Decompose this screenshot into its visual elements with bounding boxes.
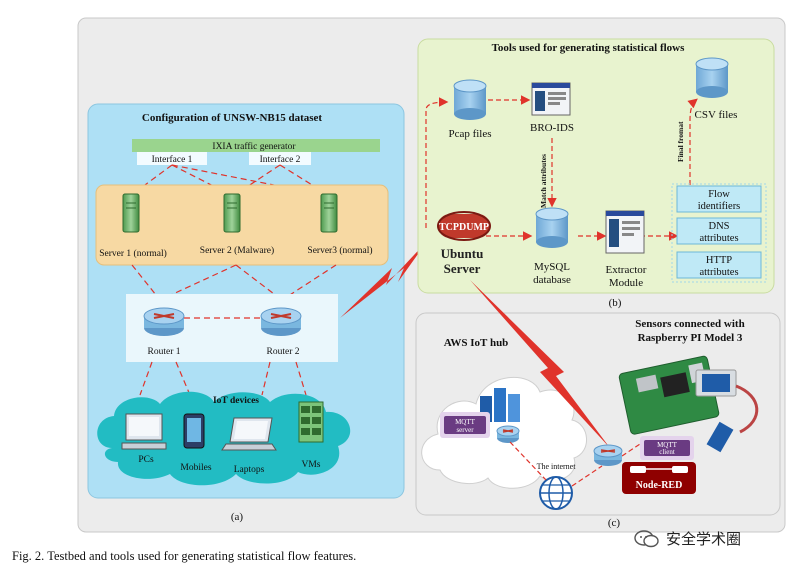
feature-box-flow: [676, 185, 762, 213]
sensor-module-icon: [706, 421, 734, 453]
flow-label: Flow: [708, 189, 730, 200]
server-2-label: Server 2 (Malware): [200, 245, 274, 256]
feature-box-http: [676, 251, 762, 279]
ixia-label: IXIA traffic generator: [212, 141, 296, 152]
panel-b-title: Tools used for generating statistical fl…: [492, 42, 686, 54]
pcap-cylinder-icon: [453, 79, 487, 120]
router-1-label: Router 1: [148, 347, 181, 357]
csv-label: CSV files: [695, 109, 738, 121]
mqtt-server-text-2: server: [456, 426, 474, 434]
tcpdump-logo: TCPDUMP: [437, 211, 491, 241]
http-attributes-label: attributes: [699, 267, 738, 278]
mqtt-server-text-1: MQTT: [455, 418, 476, 426]
interface-1-label: Interface 1: [152, 154, 193, 165]
server-icon-2: [223, 193, 241, 233]
dns-attributes-label: attributes: [699, 233, 738, 244]
panel-a-title: Configuration of UNSW-NB15 dataset: [142, 112, 323, 124]
server-1-label: Server 1 (normal): [99, 248, 167, 259]
identifiers-label: identifiers: [698, 201, 741, 212]
database-label: database: [533, 274, 571, 286]
pcs-label: PCs: [138, 455, 154, 465]
bro-ids-window-icon: [531, 82, 571, 116]
server-label: Server: [444, 261, 481, 276]
panel-c-label: (c): [608, 517, 621, 529]
mqtt-server-icon: MQTT server: [440, 412, 490, 438]
router-2-label: Router 2: [267, 347, 300, 357]
panel-b: Tools used for generating statistical fl…: [417, 38, 775, 309]
mysql-cylinder-icon: [535, 207, 569, 248]
aws-router-icon: [496, 425, 520, 443]
extractor-label: Extractor: [606, 264, 647, 276]
gateway-router-icon: [593, 444, 623, 466]
panel-b-label: (b): [609, 297, 622, 309]
vms-label: VMs: [301, 460, 320, 470]
watermark: 安全学术圈: [634, 528, 741, 549]
dns-label: DNS: [708, 221, 729, 232]
servers-band: [95, 184, 389, 266]
panel-c: AWS IoT hub MQTT server The internet: [415, 280, 781, 529]
pcap-label: Pcap files: [448, 128, 491, 140]
interface-1-box: [137, 152, 207, 165]
link-bolt-b-c: [470, 280, 610, 448]
aws-label: AWS IoT hub: [444, 337, 509, 349]
mqtt-client-icon: MQTT client: [640, 436, 694, 460]
ixia-bar: [132, 139, 380, 152]
pc-icon: [121, 413, 167, 450]
match-attributes-label: Match attributes: [539, 154, 548, 208]
panel-a-label: (a): [231, 511, 244, 523]
tcpdump-text: TCPDUMP: [439, 222, 489, 233]
laptops-label: Laptops: [234, 465, 265, 475]
ubuntu-label: Ubuntu: [441, 246, 484, 261]
link-bolt-a-b: [340, 240, 428, 318]
interface-2-label: Interface 2: [260, 154, 301, 165]
sensors-title-2: Raspberry PI Model 3: [638, 332, 743, 344]
final-format-label: Final fromat: [676, 121, 685, 162]
iot-devices-label: IoT devices: [213, 396, 259, 406]
figure-caption: Fig. 2. Testbed and tools used for gener…: [12, 549, 357, 563]
sensors-title-1: Sensors connected with: [635, 318, 744, 330]
csv-cylinder-icon: [695, 57, 729, 98]
laptop-icon: [221, 417, 277, 451]
raspberry-pi-board-icon: [618, 355, 737, 435]
mqtt-client-text-2: client: [659, 448, 675, 456]
sensor-cable: [735, 384, 759, 434]
mysql-label: MySQL: [534, 261, 570, 273]
server-icon-1: [122, 193, 140, 233]
wechat-icon: [634, 529, 659, 547]
server-icon-3: [320, 193, 338, 233]
router-2-icon: [260, 307, 302, 336]
watermark-text: 安全学术圈: [666, 530, 742, 548]
server-3-label: Server3 (normal): [307, 245, 372, 256]
node-red-text: Node-RED: [636, 480, 683, 491]
node-red-logo: Node-RED: [622, 462, 696, 494]
extractor-window-icon: [605, 210, 645, 254]
http-label: HTTP: [706, 255, 732, 266]
mqtt-client-text-1: MQTT: [657, 441, 678, 449]
globe-icon: [539, 476, 573, 510]
interface-2-box: [249, 152, 311, 165]
module-label: Module: [609, 277, 643, 289]
internet-label: The internet: [537, 462, 577, 471]
mobiles-label: Mobiles: [180, 463, 211, 473]
router-1-icon: [143, 307, 185, 336]
vm-icon: [298, 401, 324, 443]
panel-a: Configuration of UNSW-NB15 dataset IXIA …: [87, 103, 405, 523]
feature-box-dns: [676, 217, 762, 245]
bro-ids-label: BRO-IDS: [530, 122, 574, 134]
mobile-icon: [183, 413, 205, 449]
